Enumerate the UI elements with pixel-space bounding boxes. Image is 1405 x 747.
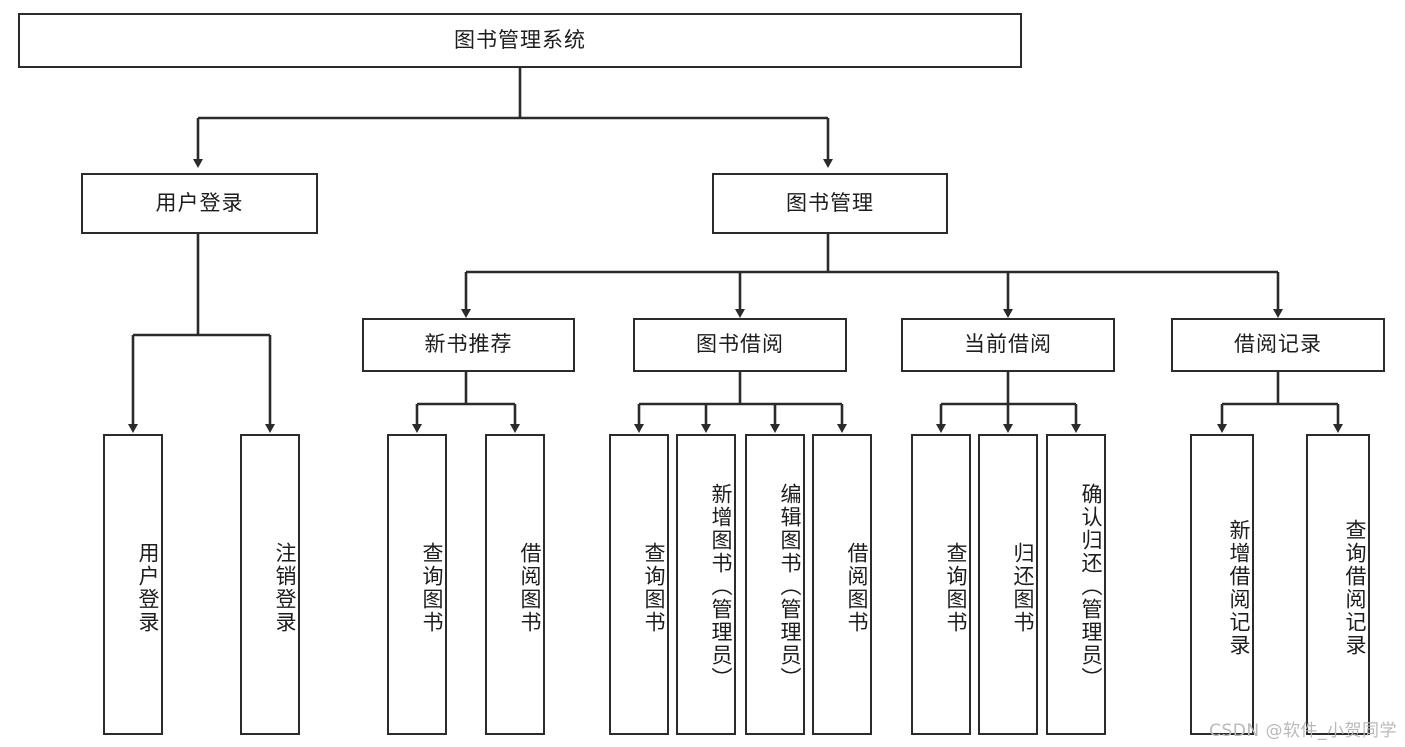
node-leaf-borrow-book-1-label: 借阅图书 [518,541,542,634]
watermark-text: CSDN @软件_小贺同学 [1209,721,1397,741]
node-leaf-confirm-return[interactable]: 确认归还（管理员） [1046,434,1106,735]
node-leaf-query-book-2[interactable]: 查询图书 [609,434,669,735]
node-leaf-logout[interactable]: 注销登录 [240,434,300,735]
node-leaf-add-record-label: 新增借阅记录 [1227,518,1251,657]
node-leaf-query-book-1[interactable]: 查询图书 [387,434,447,735]
node-leaf-query-book-3-label: 查询图书 [944,541,968,634]
node-book-manage-label: 图书管理 [786,190,874,215]
node-leaf-user-login-label: 用户登录 [136,541,160,634]
node-leaf-add-book[interactable]: 新增图书（管理员） [676,434,736,735]
node-leaf-query-book-2-label: 查询图书 [642,541,666,634]
node-user-login[interactable]: 用户登录 [81,173,318,234]
node-leaf-user-login[interactable]: 用户登录 [103,434,163,735]
node-borrow-record[interactable]: 借阅记录 [1171,318,1385,372]
node-leaf-query-book-3[interactable]: 查询图书 [911,434,971,735]
node-leaf-query-record[interactable]: 查询借阅记录 [1306,434,1370,735]
node-current-borrow[interactable]: 当前借阅 [901,318,1115,372]
node-leaf-logout-label: 注销登录 [273,541,297,634]
node-leaf-borrow-book-2-label: 借阅图书 [845,541,869,634]
node-root-label: 图书管理系统 [454,27,586,52]
node-user-login-label: 用户登录 [155,190,244,215]
node-leaf-borrow-book-2[interactable]: 借阅图书 [812,434,872,735]
node-current-borrow-label: 当前借阅 [964,332,1052,357]
node-leaf-return-book[interactable]: 归还图书 [978,434,1038,735]
node-leaf-add-record[interactable]: 新增借阅记录 [1190,434,1254,735]
node-leaf-return-book-label: 归还图书 [1011,541,1035,634]
node-borrow-record-label: 借阅记录 [1234,332,1322,357]
node-root[interactable]: 图书管理系统 [18,13,1022,68]
node-new-book-rec[interactable]: 新书推荐 [362,318,575,372]
node-book-borrow[interactable]: 图书借阅 [633,318,847,372]
node-leaf-borrow-book-1[interactable]: 借阅图书 [485,434,545,735]
node-leaf-edit-book[interactable]: 编辑图书（管理员） [745,434,805,735]
node-leaf-query-book-1-label: 查询图书 [420,541,444,634]
node-new-book-rec-label: 新书推荐 [424,332,513,357]
node-book-borrow-label: 图书借阅 [696,332,784,357]
node-leaf-edit-book-label: 编辑图书（管理员） [778,483,802,690]
node-leaf-confirm-return-label: 确认归还（管理员） [1079,483,1103,690]
node-leaf-query-record-label: 查询借阅记录 [1343,518,1367,657]
node-book-manage[interactable]: 图书管理 [712,173,948,234]
node-leaf-add-book-label: 新增图书（管理员） [709,483,733,690]
